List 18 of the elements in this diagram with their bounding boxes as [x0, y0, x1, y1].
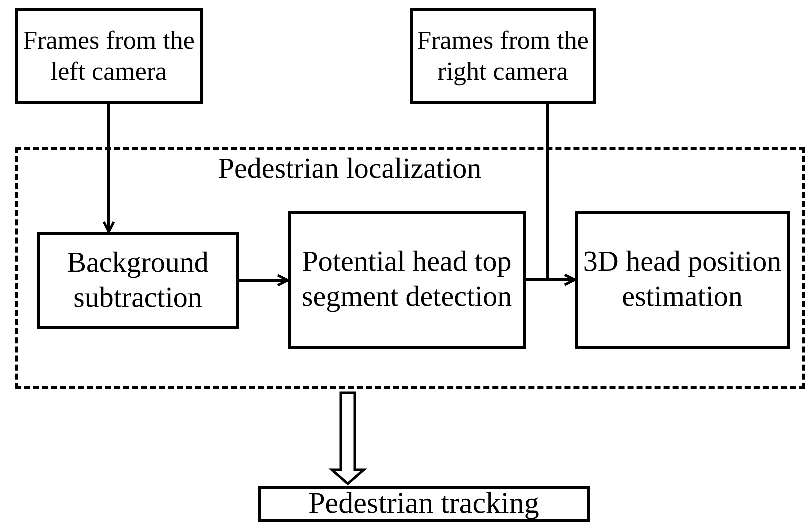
process-box	[258, 486, 590, 522]
box-label: Frames from the right camera	[416, 24, 590, 88]
arrow	[102, 104, 116, 234]
group-band	[15, 147, 805, 389]
box-label: Frames from the left camera	[22, 24, 196, 88]
arrow	[546, 104, 576, 286]
process-box	[37, 232, 239, 329]
arrow	[239, 274, 290, 287]
box-label: Potential head top segment detection	[300, 245, 514, 315]
process-box	[15, 8, 203, 104]
box-label: Pedestrian tracking	[308, 486, 540, 522]
process-box	[288, 211, 526, 349]
process-box	[575, 211, 790, 349]
box-label: Background subtraction	[66, 246, 210, 316]
arrow	[328, 392, 368, 486]
process-box	[410, 8, 596, 104]
box-label: 3D head position estimation	[582, 245, 783, 315]
group-heading: Pedestrian localization	[217, 152, 483, 187]
